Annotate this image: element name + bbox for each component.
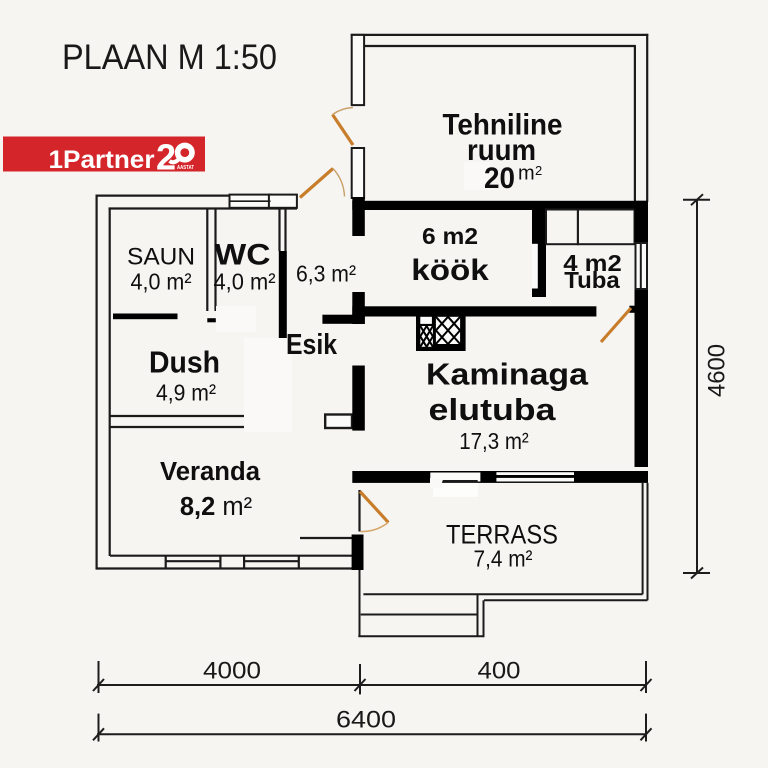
svg-text:4000: 4000: [203, 657, 261, 684]
svg-text:17,3 m²: 17,3 m²: [459, 428, 529, 454]
svg-text:elutuba: elutuba: [429, 392, 557, 427]
svg-text:4,0 m²: 4,0 m²: [214, 268, 276, 294]
svg-text:4600: 4600: [704, 344, 731, 397]
svg-text:m: m: [518, 162, 535, 184]
svg-text:ruum: ruum: [467, 134, 536, 167]
svg-text:Tuba: Tuba: [564, 267, 620, 293]
svg-text:6400: 6400: [336, 707, 396, 734]
svg-text:Esik: Esik: [286, 329, 338, 361]
svg-text:Dush: Dush: [149, 345, 220, 380]
svg-text:Kaminaga: Kaminaga: [426, 357, 589, 392]
svg-text:PLAAN M 1:50: PLAAN M 1:50: [62, 37, 277, 77]
svg-text:7,4 m²: 7,4 m²: [474, 546, 533, 572]
svg-text:4,0 m²: 4,0 m²: [131, 268, 192, 294]
svg-text:AASTAT: AASTAT: [177, 165, 195, 171]
svg-text:6 m2: 6 m2: [422, 223, 478, 249]
svg-text:WC: WC: [215, 238, 271, 271]
svg-text:Veranda: Veranda: [160, 458, 261, 486]
svg-text:SAUN: SAUN: [127, 243, 195, 270]
svg-text:20: 20: [484, 162, 515, 195]
svg-text:Tehniline: Tehniline: [443, 109, 563, 142]
svg-text:1Partner: 1Partner: [49, 146, 155, 174]
svg-text:TERRASS: TERRASS: [446, 520, 558, 550]
svg-text:2: 2: [535, 163, 542, 178]
svg-text:6,3 m²: 6,3 m²: [296, 261, 356, 287]
svg-text:400: 400: [478, 657, 521, 684]
svg-text:8,2 m²: 8,2 m²: [180, 493, 252, 521]
svg-text:köök: köök: [411, 254, 489, 287]
svg-text:4,9 m²: 4,9 m²: [156, 380, 216, 406]
svg-text:2: 2: [156, 136, 176, 177]
svg-text:4 m2: 4 m2: [563, 250, 622, 276]
